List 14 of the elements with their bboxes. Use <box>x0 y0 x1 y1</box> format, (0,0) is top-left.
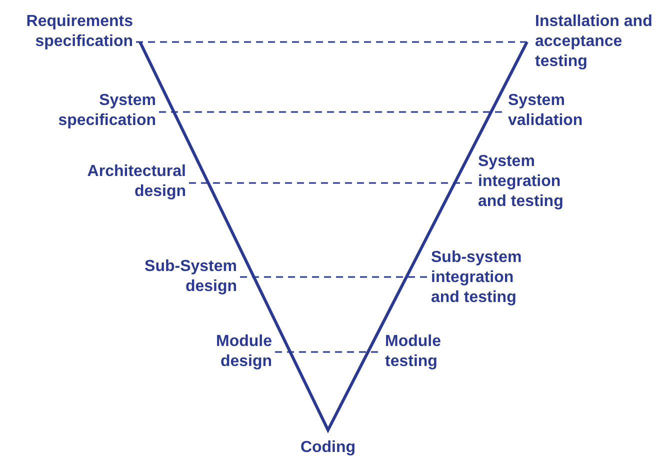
stage-label: System integration and testing <box>478 152 588 212</box>
stage-label: Module design <box>197 332 272 372</box>
stage-label: Sub-system integration and testing <box>431 248 541 308</box>
dashed-connector <box>189 182 475 184</box>
dashed-connector <box>159 111 505 113</box>
stage-label: System validation <box>508 91 603 131</box>
dashed-connector <box>240 276 428 278</box>
stage-label: Sub-System design <box>127 257 237 297</box>
stage-label: Requirements specification <box>3 12 133 52</box>
stage-label: System specification <box>46 91 156 131</box>
stage-label: Architectural design <box>66 162 186 202</box>
stage-label: Installation and acceptance testing <box>535 12 668 72</box>
stage-label: Module testing <box>385 332 460 372</box>
stage-label: Coding <box>288 438 368 458</box>
